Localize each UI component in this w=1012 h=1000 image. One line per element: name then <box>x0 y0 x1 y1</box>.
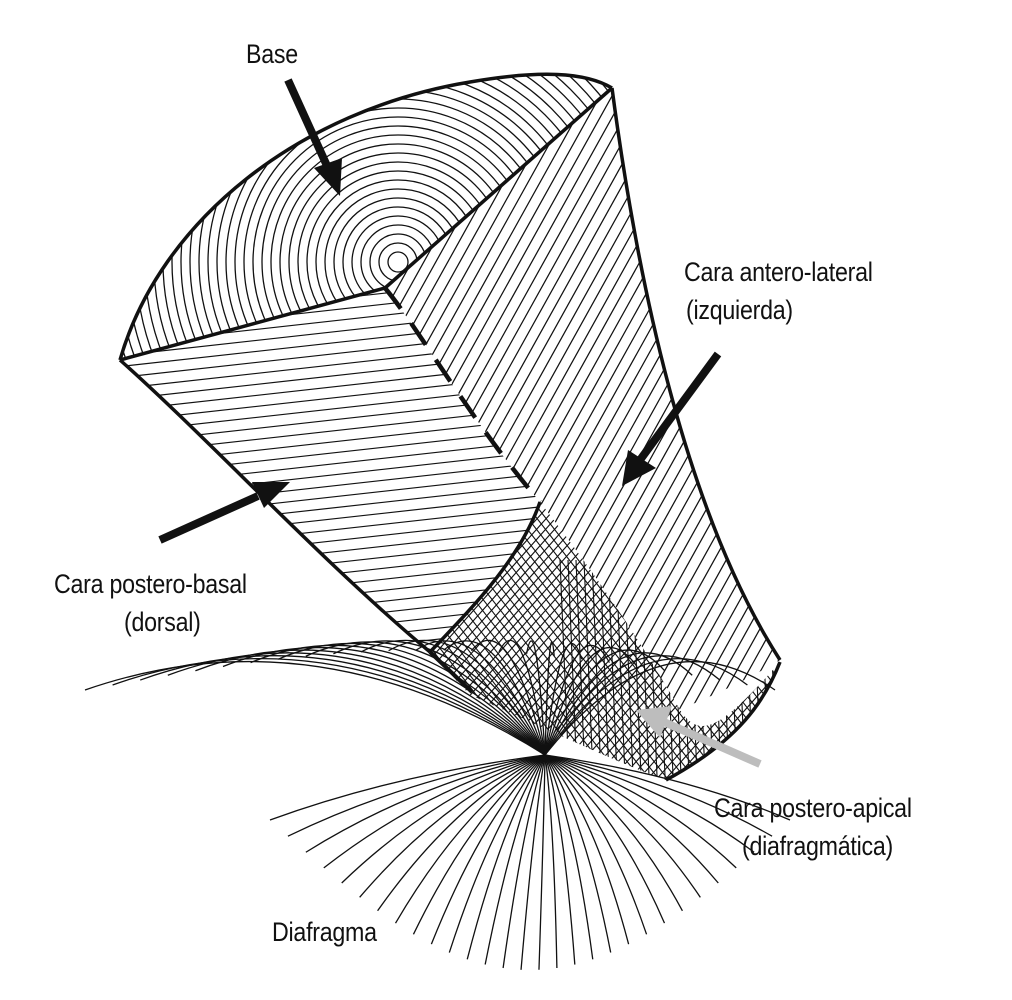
label-postero-apical-line2: (diafragmática) <box>742 831 893 861</box>
label-antero-lateral-line1: Cara antero-lateral <box>684 257 873 287</box>
label-antero-lateral-line2: (izquierda) <box>686 295 793 325</box>
label-base: Base <box>246 39 298 69</box>
label-postero-basal-line2: (dorsal) <box>124 607 201 637</box>
label-postero-basal-line1: Cara postero-basal <box>54 569 247 599</box>
pointer-arrows <box>158 78 762 768</box>
label-diafragma: Diafragma <box>272 917 377 947</box>
label-postero-apical-line1: Cara postero-apical <box>714 793 912 823</box>
diaphragm-fibers <box>84 639 791 970</box>
heart-outline <box>118 72 782 782</box>
base-surface <box>120 74 612 361</box>
